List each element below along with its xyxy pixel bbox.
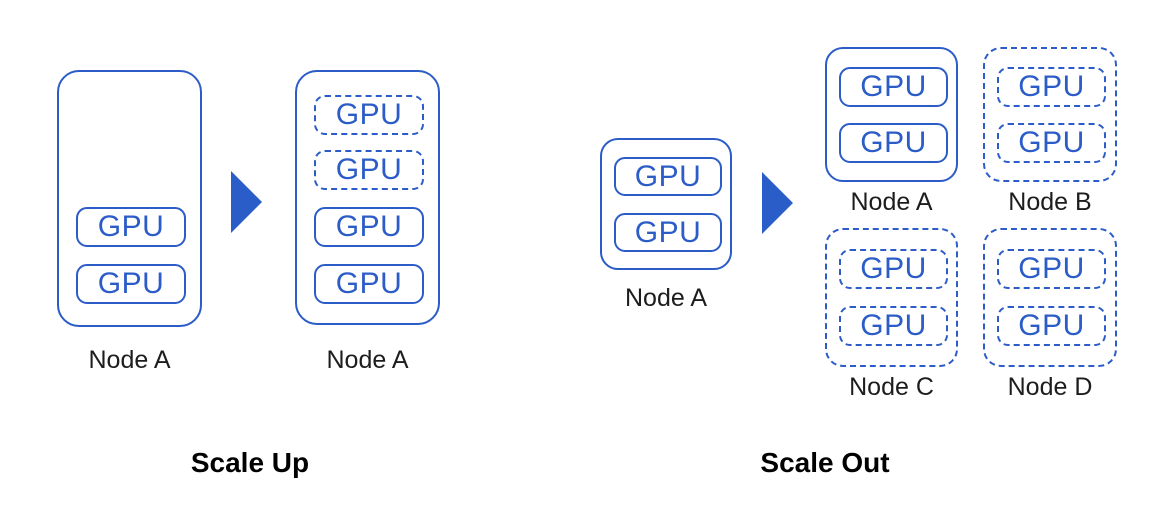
scale-out-node-c-box: GPU GPU: [825, 228, 958, 367]
gpu-chip-added: GPU: [314, 150, 424, 190]
node-label: Node B: [1008, 188, 1092, 216]
right-arrow-icon: [762, 172, 793, 234]
gpu-chip-added: GPU: [839, 249, 948, 289]
gpu-chip-added: GPU: [314, 95, 424, 135]
gpu-chip: GPU: [76, 207, 186, 247]
gpu-chip-added: GPU: [839, 306, 948, 346]
node-label: Node A: [326, 346, 409, 374]
scale-up-title: Scale Up: [190, 447, 310, 478]
node-label: Node C: [849, 373, 934, 401]
gpu-chip-added: GPU: [997, 67, 1106, 107]
scale-out-title: Scale Out: [760, 447, 890, 478]
right-arrow-icon: [231, 171, 262, 233]
gpu-chip: GPU: [839, 67, 948, 107]
node-label: Node A: [88, 346, 171, 374]
scale-up-after-node-box: GPU GPU GPU GPU: [295, 70, 440, 325]
gpu-chip: GPU: [614, 213, 722, 252]
gpu-chip: GPU: [76, 264, 186, 304]
node-label: Node D: [1007, 373, 1093, 401]
scale-out-node-b-box: GPU GPU: [983, 47, 1117, 182]
gpu-chip: GPU: [839, 123, 948, 163]
gpu-chip-added: GPU: [997, 123, 1106, 163]
gpu-chip-added: GPU: [997, 306, 1106, 346]
gpu-chip: GPU: [614, 157, 722, 196]
gpu-chip: GPU: [314, 207, 424, 247]
node-label: Node A: [624, 284, 707, 312]
scale-out-before-node-box: GPU GPU: [600, 138, 732, 270]
node-label: Node A: [850, 188, 933, 216]
gpu-chip: GPU: [314, 264, 424, 304]
gpu-chip-added: GPU: [997, 249, 1106, 289]
scale-out-node-d-box: GPU GPU: [983, 228, 1117, 367]
scale-out-node-a-box: GPU GPU: [825, 47, 958, 182]
scale-up-before-node-box: GPU GPU: [57, 70, 202, 327]
